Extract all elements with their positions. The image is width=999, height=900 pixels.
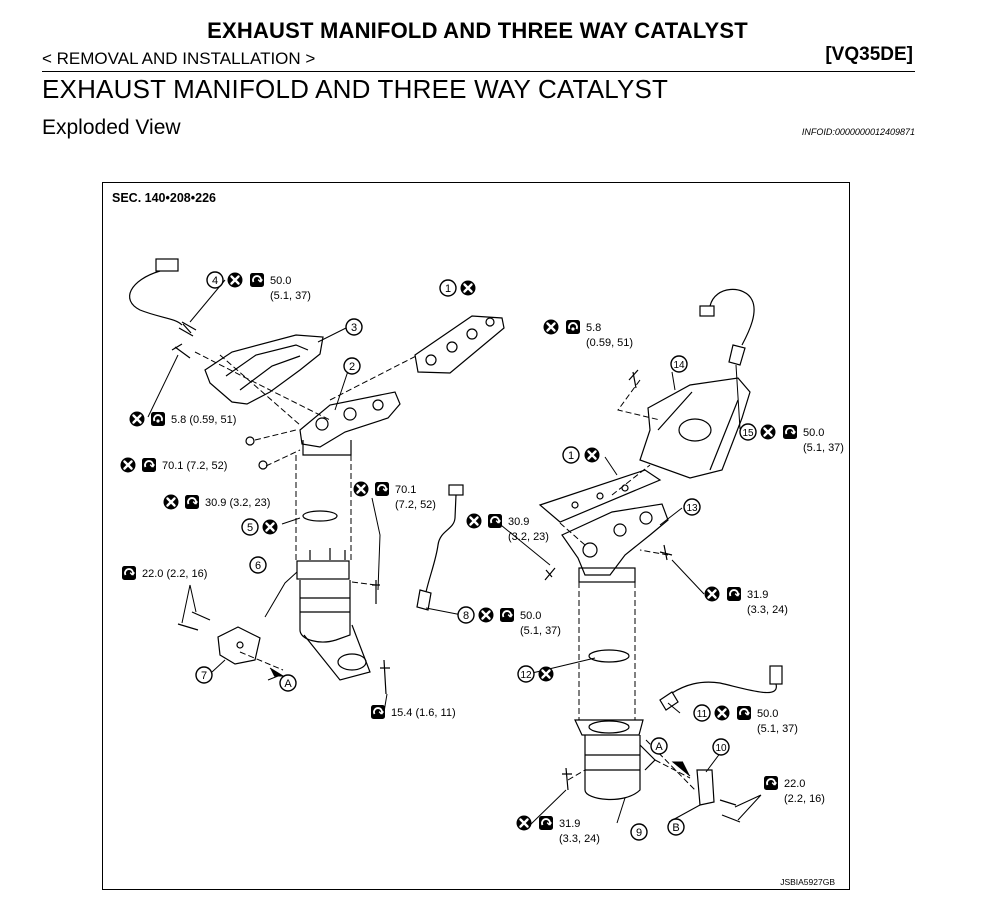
page-header-title: EXHAUST MANIFOLD AND THREE WAY CATALYST xyxy=(207,18,748,43)
torque-right-5-8: 5.8 (0.59, 51) xyxy=(542,318,633,349)
callout-4: 4 50.0 (5.1, 37) xyxy=(206,271,311,302)
svg-text:5.8 (0.59, 51): 5.8 (0.59, 51) xyxy=(171,414,236,426)
svg-text:1: 1 xyxy=(568,450,574,462)
callout-9: 9 xyxy=(630,823,648,841)
svg-text:5: 5 xyxy=(247,522,253,534)
breadcrumb: < REMOVAL AND INSTALLATION > xyxy=(42,49,316,68)
reference-a-right: A xyxy=(650,737,668,755)
svg-text:12: 12 xyxy=(520,670,532,681)
svg-text:50.0: 50.0 xyxy=(803,427,824,439)
svg-text:8: 8 xyxy=(463,610,469,622)
torque-left-30-9: 30.9 (3.2, 23) xyxy=(162,493,270,511)
svg-text:A: A xyxy=(655,741,663,753)
engine-model-tag: [VQ35DE] xyxy=(825,44,913,65)
reference-b: B xyxy=(667,818,685,836)
exploded-view-diagram: SEC. 140•208•226 xyxy=(112,191,844,887)
reference-a-left: A xyxy=(279,674,297,692)
torque-left-22-0: 22.0 (2.2, 16) xyxy=(121,565,207,581)
svg-text:A: A xyxy=(284,678,292,690)
callout-10: 10 xyxy=(712,738,730,756)
svg-text:(0.59, 51): (0.59, 51) xyxy=(586,337,633,349)
callout-15: 15 50.0 (5.1, 37) xyxy=(739,423,844,454)
torque-4-value: 50.0 xyxy=(270,275,291,287)
callout-8: 8 50.0 (5.1, 37) xyxy=(457,606,561,637)
svg-text:15.4 (1.6, 11): 15.4 (1.6, 11) xyxy=(391,707,456,719)
callout-2: 2 xyxy=(343,357,361,375)
callout-3: 3 xyxy=(345,318,363,336)
svg-text:(5.1, 37): (5.1, 37) xyxy=(757,723,798,735)
svg-text:2: 2 xyxy=(349,361,355,373)
torque-right-22-0: 22.0 (2.2, 16) xyxy=(763,775,825,805)
callout-14: 14 xyxy=(670,355,688,373)
svg-text:70.1: 70.1 xyxy=(395,484,416,496)
left-arrow-a xyxy=(269,667,285,677)
left-leader-lines xyxy=(147,279,463,713)
torque-left-5-8: 5.8 (0.59, 51) xyxy=(128,410,236,428)
torque-left-70-1: 70.1 (7.2, 52) xyxy=(119,456,227,474)
left-dashed-guides xyxy=(194,351,419,671)
svg-text:30.9: 30.9 xyxy=(508,516,529,528)
svg-text:50.0: 50.0 xyxy=(520,610,541,622)
torque-left-15-4: 15.4 (1.6, 11) xyxy=(370,704,456,720)
diagram-frame xyxy=(102,182,850,890)
svg-text:7: 7 xyxy=(201,670,207,682)
callout-1-right: 1 xyxy=(562,446,601,464)
torque-right-31-9: 31.9 (3.3, 24) xyxy=(703,585,788,616)
right-arrow-a xyxy=(671,761,691,777)
callout-12: 12 xyxy=(517,665,555,683)
section-subtitle: Exploded View xyxy=(42,116,181,139)
svg-text:6: 6 xyxy=(255,560,261,572)
callout-13: 13 xyxy=(683,498,701,516)
svg-text:10: 10 xyxy=(715,743,727,754)
svg-text:(3.2, 23): (3.2, 23) xyxy=(508,531,549,543)
svg-text:22.0: 22.0 xyxy=(784,778,805,790)
svg-text:(3.3, 24): (3.3, 24) xyxy=(747,604,788,616)
left-bank-parts xyxy=(129,258,505,695)
section-title: EXHAUST MANIFOLD AND THREE WAY CATALYST xyxy=(42,74,669,104)
svg-text:4: 4 xyxy=(212,275,218,287)
svg-text:9: 9 xyxy=(636,827,642,839)
svg-text:14: 14 xyxy=(673,360,685,371)
callout-11: 11 50.0 (5.1, 37) xyxy=(693,704,798,735)
svg-text:1: 1 xyxy=(445,283,451,295)
right-leader-lines xyxy=(495,364,762,826)
torque-mid-70-1: 70.1 (7.2, 52) xyxy=(352,480,436,511)
torque-4-units: (5.1, 37) xyxy=(270,290,311,302)
torque-right-30-9: 30.9 (3.2, 23) xyxy=(465,512,549,543)
svg-text:31.9: 31.9 xyxy=(747,589,768,601)
svg-text:(2.2, 16): (2.2, 16) xyxy=(784,793,825,805)
right-dashed-guides xyxy=(559,379,696,791)
svg-text:13: 13 xyxy=(686,503,698,514)
info-id: INFOID:0000000012409871 xyxy=(801,127,915,137)
svg-text:(5.1, 37): (5.1, 37) xyxy=(520,625,561,637)
svg-text:5.8: 5.8 xyxy=(586,322,601,334)
svg-text:(5.1, 37): (5.1, 37) xyxy=(803,442,844,454)
callout-1-left: 1 xyxy=(439,279,477,297)
torque-bottom-31-9: 31.9 (3.3, 24) xyxy=(515,814,600,845)
callout-7: 7 xyxy=(195,666,213,684)
svg-text:11: 11 xyxy=(697,709,708,720)
svg-text:(7.2, 52): (7.2, 52) xyxy=(395,499,436,511)
callout-6: 6 xyxy=(249,556,267,574)
svg-text:B: B xyxy=(672,822,679,834)
svg-text:(3.3, 24): (3.3, 24) xyxy=(559,833,600,845)
svg-text:70.1 (7.2, 52): 70.1 (7.2, 52) xyxy=(162,460,227,472)
svg-text:3: 3 xyxy=(351,322,357,334)
svg-text:31.9: 31.9 xyxy=(559,818,580,830)
svg-text:22.0 (2.2, 16): 22.0 (2.2, 16) xyxy=(142,568,207,580)
svg-text:50.0: 50.0 xyxy=(757,708,778,720)
header-divider xyxy=(42,71,915,72)
svg-text:30.9 (3.2, 23): 30.9 (3.2, 23) xyxy=(205,497,270,509)
right-bank-parts xyxy=(538,288,783,823)
section-reference: SEC. 140•208•226 xyxy=(112,191,216,205)
svg-text:15: 15 xyxy=(742,428,754,439)
callout-5: 5 xyxy=(241,518,279,536)
figure-id: JSBIA5927GB xyxy=(780,877,835,887)
